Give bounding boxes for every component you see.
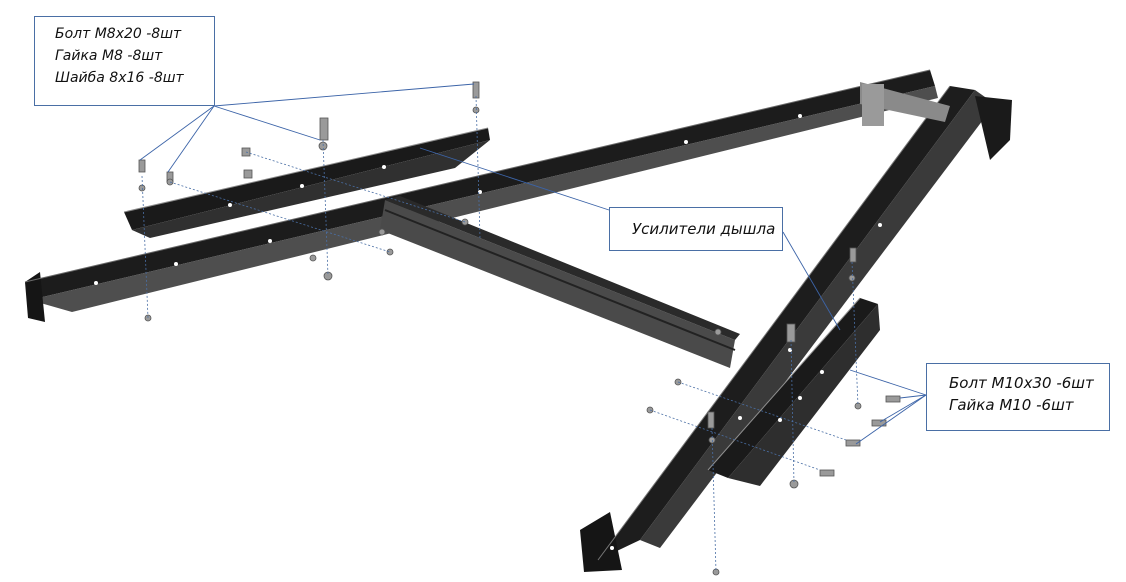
- hardware-set: [138, 81, 901, 576]
- cross-member: [380, 196, 740, 368]
- drawbar-arm: [580, 85, 995, 572]
- callout-line: Шайба 8х16 -8шт: [55, 70, 184, 86]
- reinforcement-plate-right: [707, 297, 880, 486]
- leader-lines: [139, 83, 927, 445]
- callout-line: Гайка М8 -8шт: [55, 48, 163, 64]
- callout-line: Болт М8х20 -8шт: [55, 26, 182, 42]
- callout-reinforcement: Усилители дышла: [609, 207, 783, 251]
- apex-bracket: [860, 82, 1012, 160]
- callout-fasteners-right: Болт М10х30 -6шт Гайка М10 -6шт: [926, 363, 1110, 431]
- callout-line: Усилители дышла: [632, 220, 776, 238]
- rear-beam: [24, 69, 938, 322]
- reinforcement-plate-left: [123, 127, 490, 238]
- callout-line: Болт М10х30 -6шт: [949, 374, 1094, 392]
- callout-fasteners-top: Болт М8х20 -8шт Гайка М8 -8шт Шайба 8х16…: [34, 16, 215, 106]
- callout-line: Гайка М10 -6шт: [949, 396, 1074, 414]
- assembly-axes: [141, 95, 859, 573]
